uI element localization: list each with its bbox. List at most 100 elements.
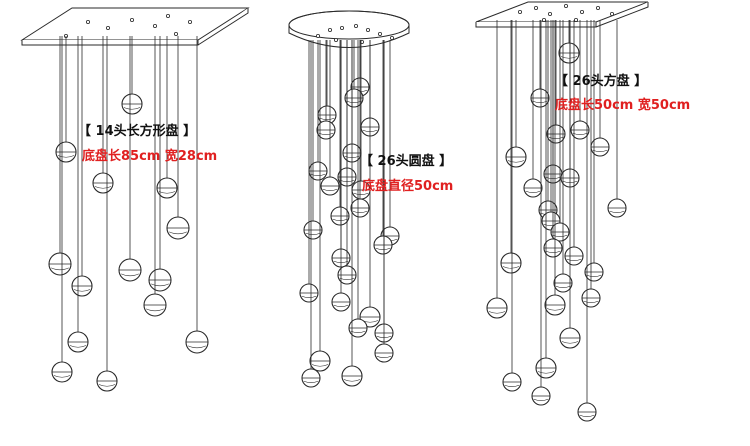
pendant: [486, 20, 508, 319]
fixture-rect-14: [20, 7, 250, 392]
canopy-hook: [534, 6, 539, 11]
fixture-rect-title: 【 14头长方形盘 】: [78, 124, 197, 139]
pendant: [156, 36, 178, 199]
canopy-edge: [475, 2, 649, 28]
pendant: [148, 36, 172, 292]
pendant-shading: [305, 232, 321, 236]
canopy-rim: [288, 10, 410, 40]
canopy-top: [475, 1, 649, 23]
pendant-shading: [537, 371, 555, 374]
canopy-hook: [333, 38, 338, 43]
pendant-shading: [352, 210, 368, 214]
pendant-shading: [188, 345, 206, 349]
pendant-shading: [583, 300, 599, 304]
pendant: [502, 20, 522, 392]
pendant-shading: [51, 267, 69, 271]
canopy-hook: [377, 32, 382, 37]
canopy-hook: [580, 9, 585, 14]
pendant: [331, 40, 351, 312]
pendant-shading: [98, 384, 116, 387]
canopy-hook: [315, 34, 320, 39]
pendant: [553, 20, 573, 293]
pendant-shading: [343, 379, 361, 382]
pendant-shading: [507, 160, 525, 163]
canopy-edge: [21, 8, 249, 46]
pendant-shading: [546, 308, 564, 311]
pendant: [320, 40, 340, 196]
pendant: [505, 20, 527, 168]
pendant-shading: [57, 155, 75, 158]
pendant-shading: [555, 285, 571, 289]
pendant-shading: [123, 107, 141, 110]
canopy-hook: [165, 13, 170, 18]
pendant: [607, 20, 627, 218]
pendant-shading: [533, 398, 549, 402]
fixture-round-26: [288, 10, 410, 388]
canopy-hook: [596, 6, 601, 11]
pendant: [92, 36, 114, 194]
pendant: [67, 36, 89, 353]
pendant-shading: [303, 380, 319, 384]
pendant-shading: [332, 218, 348, 222]
pendant: [500, 20, 522, 274]
fixture-rect-dimension: 底盘长85cm 宽28cm: [82, 149, 218, 164]
pendant: [143, 36, 167, 317]
canopy-hook: [187, 19, 192, 24]
pendant: [330, 40, 350, 226]
canopy-edge: [288, 25, 410, 48]
pendant-shading: [151, 283, 169, 287]
pendant-shading: [504, 384, 520, 388]
canopy-hook: [548, 11, 553, 16]
pendant: [550, 20, 570, 242]
pendant: [301, 40, 321, 388]
pendant: [543, 20, 563, 258]
pendant-shading: [561, 341, 579, 344]
canopy-hook: [129, 17, 134, 22]
pendant-shading: [566, 258, 582, 262]
pendant-shading: [560, 56, 578, 59]
pendant: [166, 36, 190, 240]
pendant: [303, 40, 323, 240]
pendant: [584, 20, 604, 282]
pendant: [570, 20, 590, 140]
pendant-shading: [322, 188, 338, 192]
canopy-hook: [152, 23, 157, 28]
pendant: [581, 20, 601, 308]
pendant-shading: [545, 250, 561, 254]
pendant: [546, 20, 566, 144]
pendant-shading: [169, 231, 187, 235]
pendant: [55, 36, 77, 163]
pendant-shading: [525, 190, 541, 194]
pendant-shading: [609, 210, 625, 214]
pendant-shading: [146, 308, 164, 312]
pendant: [51, 36, 73, 383]
pendant: [523, 20, 543, 198]
canopy-hook: [86, 19, 91, 24]
canopy-hook: [353, 23, 358, 28]
fixture-round-title: 【 26头圆盘 】: [360, 154, 453, 169]
pendant: [317, 40, 337, 125]
pendant: [309, 40, 331, 372]
pendant-shading: [69, 345, 87, 348]
pendant: [71, 36, 93, 297]
pendant-shading: [73, 289, 91, 292]
pendant: [48, 36, 72, 276]
pendant-shading: [333, 304, 349, 308]
pendant: [564, 20, 584, 266]
pendant: [577, 20, 597, 422]
canopy-hook: [339, 25, 344, 30]
pendant-shading: [552, 234, 568, 238]
pendant-shading: [310, 173, 326, 177]
pendant: [121, 36, 143, 115]
pendant-shading: [319, 117, 335, 121]
pendant-shading: [376, 355, 392, 359]
pendant: [344, 40, 364, 108]
pendant: [544, 20, 566, 316]
pendant-shading: [375, 247, 391, 251]
pendant-shading: [311, 364, 329, 367]
pendant: [308, 40, 328, 181]
pendant: [373, 40, 393, 255]
pendant: [118, 36, 142, 282]
pendant: [531, 20, 551, 406]
canopy-hook: [610, 11, 615, 16]
